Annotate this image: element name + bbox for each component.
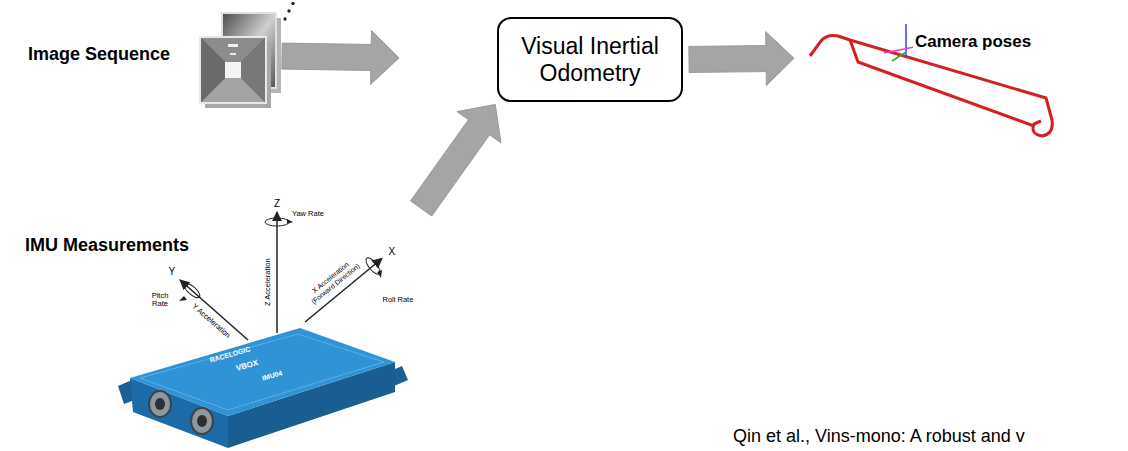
image-stack: [287, 9, 290, 12]
imu-axes: [179, 212, 382, 340]
image-stack: [283, 17, 286, 20]
axis-letter: Z: [274, 198, 280, 209]
device-model: IMU04: [261, 369, 283, 382]
image-stack: [228, 44, 238, 47]
axis-label: Roll Rate: [383, 296, 414, 304]
block-arrow: [689, 32, 794, 86]
axis-label: X Acceleration (Forward Direction): [304, 255, 362, 306]
axis-letter: X: [389, 246, 396, 257]
imu-axes: [179, 296, 187, 301]
process-box: Visual Inertial Odometry: [497, 17, 683, 102]
imu-node: IMU Measurements: [20, 192, 420, 450]
imu-device: [149, 391, 171, 417]
imu-device: [130, 328, 395, 416]
block-arrow: [411, 104, 501, 216]
axis-label: Pitch Rate: [147, 292, 173, 309]
imu-axes: [265, 218, 289, 226]
image-sequence-node: Image Sequence: [22, 10, 282, 106]
imu-axes: [180, 280, 248, 340]
citation: Qin et al., Vins-mono: A robust and v: [733, 427, 1025, 447]
axis-label: Z Acceleration: [264, 258, 272, 306]
axis-label: Yaw Rate: [292, 210, 324, 218]
trajectory: [892, 52, 906, 61]
image-stack: [230, 53, 236, 55]
imu-axes: [276, 212, 278, 333]
imu-device: [191, 408, 213, 434]
imu-axes: [287, 219, 293, 224]
camera-poses-node: Camera poses: [800, 14, 1075, 144]
imu-axes: [377, 270, 382, 278]
image-stack: [291, 2, 294, 5]
imu-device: [118, 328, 408, 448]
device-brand: VBOX: [235, 359, 259, 374]
process-label: Visual Inertial Odometry: [509, 33, 671, 86]
imu-device: [155, 398, 165, 410]
input-output-label: IMU Measurements: [25, 235, 189, 257]
axis-letter: Y: [169, 266, 176, 277]
trajectory: [810, 24, 1052, 136]
imu-device: [197, 415, 207, 427]
image-stack: [200, 2, 295, 108]
image-stack: [225, 62, 241, 78]
image-stack: [201, 38, 225, 102]
image-stack: [200, 37, 266, 103]
input-output-label: Image Sequence: [28, 44, 170, 66]
trajectory: [850, 40, 1034, 126]
image-stack: [241, 38, 265, 102]
imu-device: [140, 334, 384, 410]
input-output-label: Camera poses: [913, 32, 1033, 52]
axis-label: Y Acceleration: [190, 302, 231, 340]
block-arrow: [282, 30, 399, 84]
